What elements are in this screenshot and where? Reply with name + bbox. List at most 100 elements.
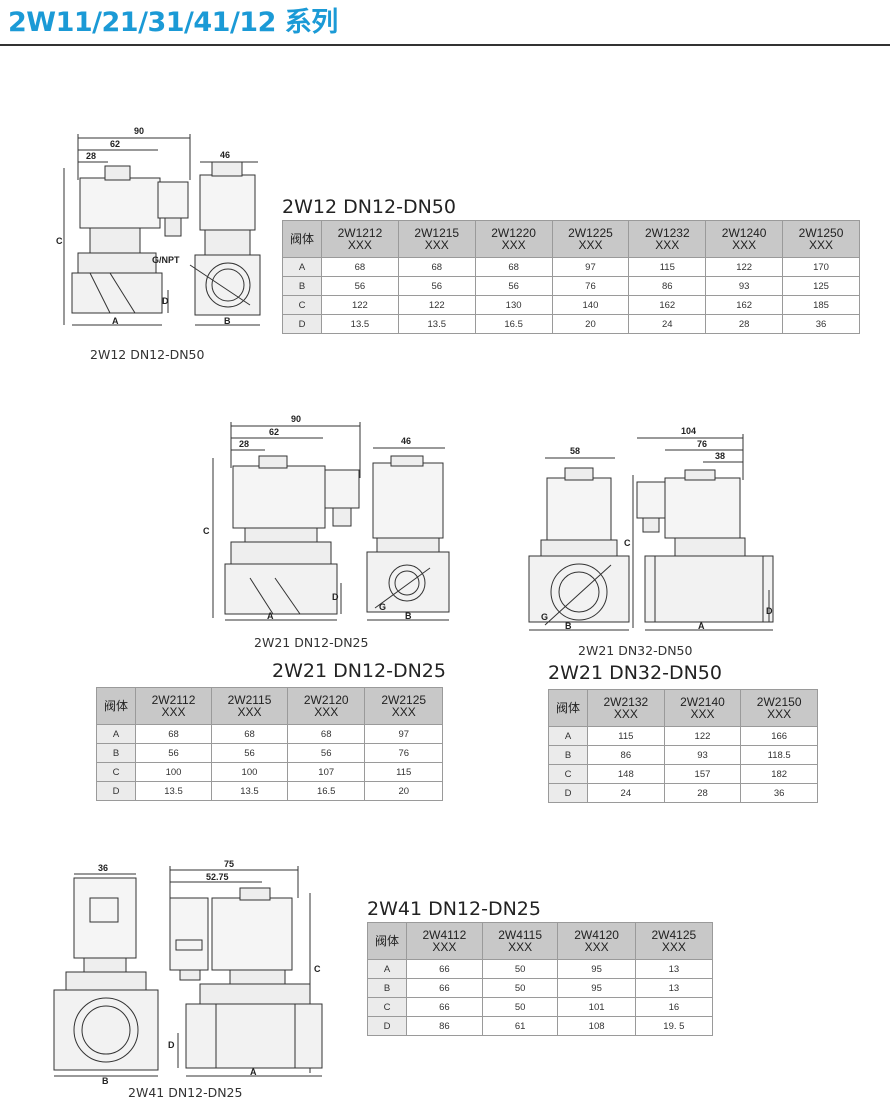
model-code: 2W4115 (498, 928, 542, 942)
table-cell: 16.5 (474, 314, 553, 334)
dim-38: 38 (715, 451, 725, 461)
table-cell: 13.5 (135, 781, 212, 801)
row-label: B (96, 743, 136, 763)
dim-c: C (314, 964, 321, 974)
dim-62: 62 (110, 139, 120, 149)
model-suffix: XXX (809, 238, 834, 252)
table-corner-label: 阀体 (367, 922, 407, 960)
model-code: 2W4112 (422, 928, 467, 942)
row-label: D (367, 1016, 407, 1036)
table-cell: 68 (286, 724, 366, 744)
dim-52-75: 52.75 (206, 872, 229, 882)
row-label: A (367, 959, 407, 979)
dim-c: C (203, 526, 210, 536)
dim-36: 36 (98, 863, 108, 873)
table-cell: 182 (740, 764, 818, 784)
table-cell: 130 (474, 295, 553, 315)
table-cell: 24 (628, 314, 707, 334)
valve-drawing-icon-2w21-large: 58 104 76 38 C A B D G (528, 426, 774, 631)
table-cell: 148 (587, 764, 665, 784)
table-cell: 66 (406, 997, 483, 1017)
dim-a: A (267, 611, 274, 621)
table-cell: 93 (705, 276, 784, 296)
table-cell: 118.5 (740, 745, 818, 765)
row-label: B (548, 745, 588, 765)
dim-g: G (541, 612, 548, 622)
table-cell: 16.5 (286, 781, 366, 801)
table-cell: 166 (740, 726, 818, 746)
model-suffix: XXX (613, 707, 638, 721)
table-cell: 76 (364, 743, 443, 763)
dim-b: B (102, 1076, 109, 1086)
table-title: 2W21 DN32-DN50 (548, 662, 722, 684)
row-label: C (367, 997, 407, 1017)
table-cell: 108 (557, 1016, 636, 1036)
table-cell: 157 (663, 764, 742, 784)
table-cell: 66 (406, 978, 483, 998)
model-code: 2W1250 (798, 226, 844, 240)
model-code: 2W1220 (491, 226, 536, 240)
dim-g: G (379, 602, 386, 612)
model-code: 2W1212 (337, 226, 383, 240)
table-cell: 56 (321, 276, 399, 296)
row-label: A (548, 726, 588, 746)
table-cell: 36 (740, 783, 818, 803)
dim-d: D (168, 1040, 175, 1050)
model-suffix: XXX (314, 705, 339, 719)
table-cell: 28 (705, 314, 784, 334)
valve-drawing-icon-2w41: 36 75 52.75 C A B D (53, 859, 323, 1086)
model-code: 2W1225 (568, 226, 613, 240)
table-cell: 68 (210, 724, 288, 744)
row-label: B (282, 276, 322, 296)
table-cell: 97 (364, 724, 443, 744)
table-cell: 100 (210, 762, 288, 782)
table-cell: 76 (551, 276, 630, 296)
valve-drawing-icon-2w21-small: 90 62 28 46 C A B D G (203, 414, 450, 621)
model-suffix: XXX (347, 238, 372, 252)
table-cell: 140 (551, 295, 630, 315)
drawing-caption: 2W21 DN32-DN50 (578, 643, 693, 658)
table-cell: 115 (364, 762, 443, 782)
table-cell: 68 (397, 257, 476, 277)
dim-46: 46 (401, 436, 411, 446)
table-cell: 13.5 (321, 314, 399, 334)
row-label: A (282, 257, 322, 277)
dim-d: D (332, 592, 339, 602)
dim-28: 28 (86, 151, 96, 161)
model-code: 2W2120 (303, 693, 349, 707)
model-suffix: XXX (391, 705, 416, 719)
table-cell: 86 (628, 276, 707, 296)
table-cell: 24 (587, 783, 665, 803)
model-code: 2W2132 (603, 695, 649, 709)
model-suffix: XXX (661, 940, 686, 954)
model-suffix: XXX (584, 940, 609, 954)
row-label: C (282, 295, 322, 315)
valve-drawing-icon-2w12: 90 62 28 46 G/NPT C A B D (56, 126, 261, 326)
row-label: D (548, 783, 588, 803)
table-corner-label: 阀体 (548, 689, 588, 727)
dim-d: D (766, 606, 773, 616)
drawing-caption: 2W12 DN12-DN50 (90, 347, 205, 362)
